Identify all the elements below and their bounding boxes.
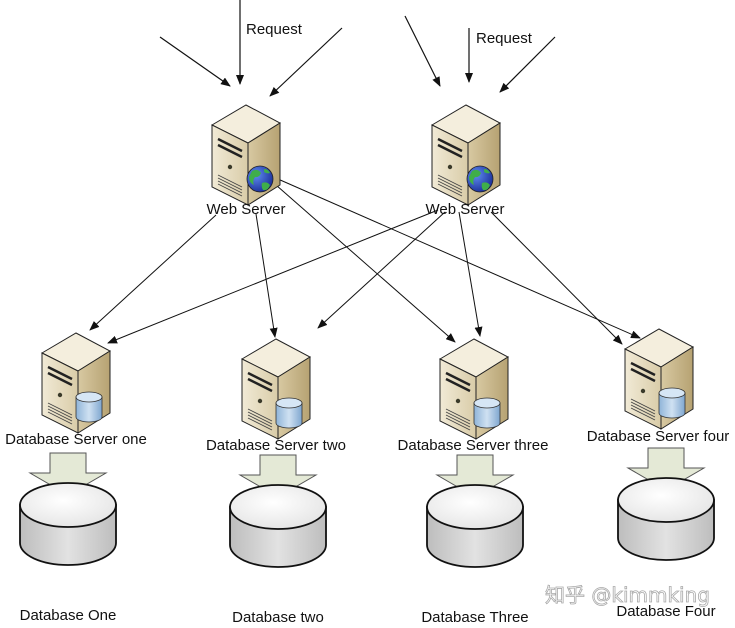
database-cylinder-icon [658,387,686,419]
database-cylinder-icon [275,397,303,429]
nodes-layer [19,104,715,568]
request-arrow [404,15,441,87]
database-server-node [240,338,312,440]
database-cylinder-icon [75,391,103,423]
database-server-node [623,328,695,430]
database-node [229,484,327,568]
db-server-label-4: Database Server four [587,428,730,445]
database-label-1: Database One [20,607,117,624]
connection-arrow [255,213,278,338]
request-arrow [269,27,343,97]
request-label-2: Request [476,30,533,47]
database-label-4: Database Four [616,603,715,620]
database-server-node [40,332,112,434]
connection-arrow [267,177,456,343]
watermark: 知乎 @kimmking [545,583,710,607]
database-label-2: Database two [232,609,324,626]
globe-icon [246,165,274,193]
web-server-node [210,104,282,206]
connection-arrow [317,211,446,329]
connection-arrow [490,211,623,345]
database-node [426,484,524,568]
connection-arrow [107,209,439,344]
connection-arrow [261,171,641,339]
database-node [617,477,715,561]
db-server-label-2: Database Server two [206,437,346,454]
database-server-node [438,338,510,440]
database-node [19,482,117,566]
request-arrow [159,36,231,87]
database-label-3: Database Three [421,609,528,626]
web-server-label-1: Web Server [207,201,286,218]
db-server-label-3: Database Server three [398,437,549,454]
db-server-label-1: Database Server one [5,431,147,448]
globe-icon [466,165,494,193]
web-server-label-2: Web Server [426,201,505,218]
connection-arrow [458,211,483,337]
web-server-node [430,104,502,206]
edges-layer [89,0,641,345]
database-cylinder-icon [473,397,501,429]
request-label-1: Request [246,21,303,38]
request-arrow [499,36,556,93]
connection-arrow [89,214,217,331]
